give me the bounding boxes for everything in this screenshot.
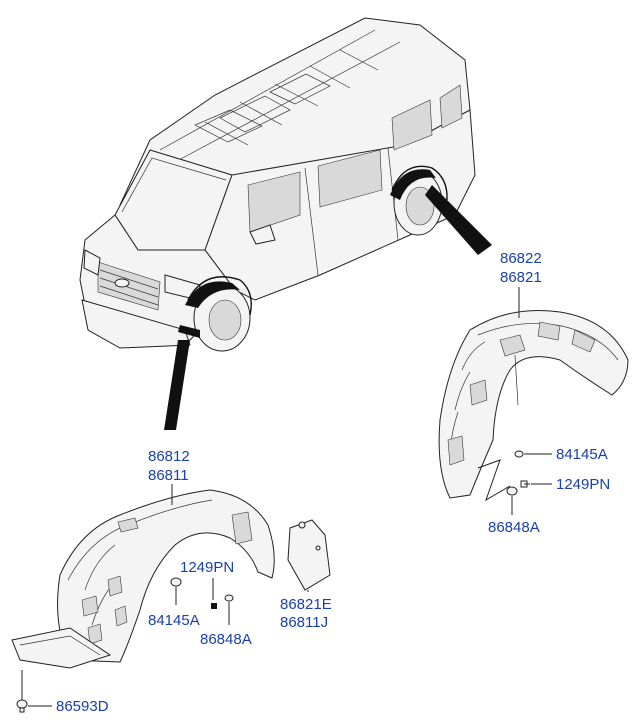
label-86821[interactable]: 86821	[500, 269, 542, 286]
label-rear-86848a[interactable]: 86848A	[488, 519, 540, 536]
label-86811[interactable]: 86811	[148, 467, 189, 484]
rear-screw-icon	[520, 480, 530, 488]
label-rear-84145a[interactable]: 84145A	[556, 446, 608, 463]
mudguard-part	[287, 519, 331, 591]
rear-clip-icon	[514, 450, 524, 458]
label-86812[interactable]: 86812	[148, 448, 190, 465]
label-86821e[interactable]: 86821E	[280, 596, 332, 613]
rear-wheel-guard	[438, 287, 629, 515]
label-front-1249pn[interactable]: 1249PN	[180, 559, 234, 576]
front-screw-icon	[211, 603, 217, 609]
van-illustration	[79, 17, 492, 430]
label-rear-1249pn[interactable]: 1249PN	[556, 476, 610, 493]
label-86593d[interactable]: 86593D	[56, 698, 109, 715]
front-nut-icon	[224, 594, 234, 602]
label-front-86848a[interactable]: 86848A	[200, 631, 252, 648]
front-wheel-guard	[11, 484, 331, 713]
bottom-bolt-icon	[16, 670, 28, 713]
rear-nut-icon	[506, 486, 518, 496]
label-front-84145a[interactable]: 84145A	[148, 612, 200, 629]
front-clip-icon	[170, 577, 182, 587]
label-86811j[interactable]: 86811J	[280, 614, 328, 631]
label-86822[interactable]: 86822	[500, 250, 542, 267]
